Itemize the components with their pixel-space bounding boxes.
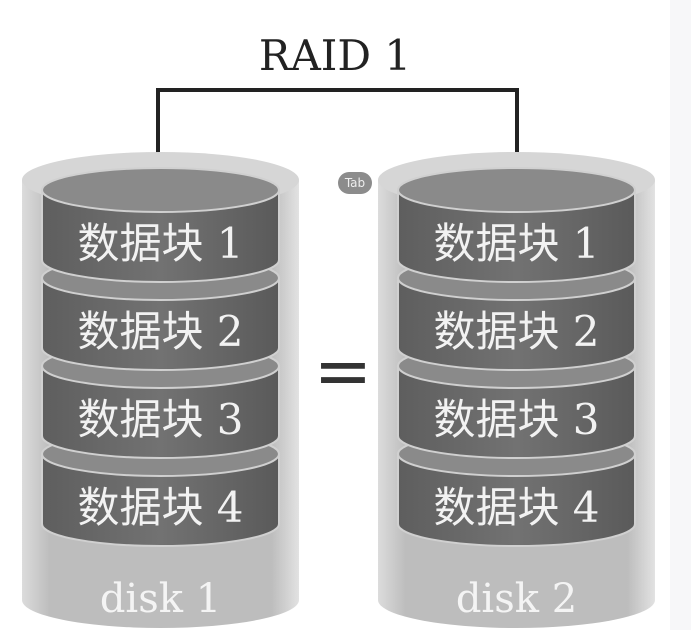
scrollbar-track	[670, 0, 691, 630]
data-block-top	[397, 167, 636, 213]
data-block	[41, 277, 280, 371]
data-block-label: 数据块 4	[433, 483, 599, 532]
data-block-top	[41, 167, 280, 213]
data-block	[41, 453, 280, 547]
data-block-label: 数据块 3	[433, 395, 599, 444]
equals-sign: =	[314, 330, 373, 412]
data-block	[397, 189, 636, 283]
disk-1: 数据块 4 数据块 3 数据块 2 数据块 1 disk 1	[22, 152, 299, 628]
data-block	[397, 277, 636, 371]
data-block-label: 数据块 4	[77, 483, 243, 532]
data-block-label: 数据块 3	[77, 395, 243, 444]
disk-label: disk 1	[100, 576, 221, 622]
data-block-label: 数据块 1	[433, 219, 599, 268]
disk-label: disk 2	[456, 576, 577, 622]
data-block-label: 数据块 2	[77, 307, 243, 356]
data-block-label: 数据块 2	[433, 307, 599, 356]
disk-2: 数据块 4 数据块 3 数据块 2 数据块 1 disk 2	[378, 152, 655, 628]
data-block	[41, 189, 280, 283]
diagram-title: RAID 1	[259, 31, 411, 80]
mirror-connector-line	[156, 88, 519, 187]
data-block	[397, 365, 636, 459]
data-block	[397, 453, 636, 547]
tab-badge: Tab	[338, 172, 372, 194]
data-block	[41, 365, 280, 459]
data-block-label: 数据块 1	[77, 219, 243, 268]
